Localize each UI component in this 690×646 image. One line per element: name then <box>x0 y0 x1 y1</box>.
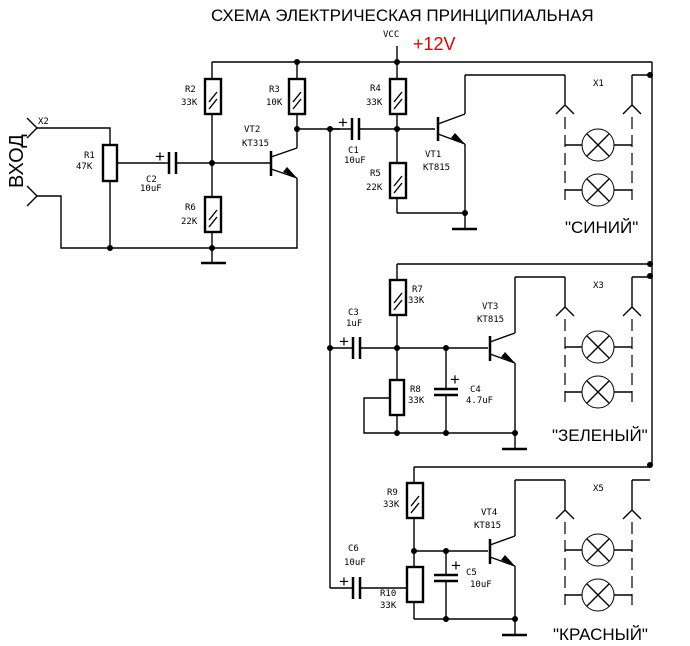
vt1-ref: VT1 <box>425 150 441 160</box>
c4-ref: C4 <box>470 385 481 395</box>
r9-value: 33K <box>383 500 400 510</box>
connector-jack-icon <box>622 480 642 520</box>
r10-ref: R10 <box>380 589 396 599</box>
r1-resistor <box>101 143 119 183</box>
svg-text:+: + <box>450 370 460 389</box>
channel-name: "СИНИЙ" <box>565 218 638 237</box>
r1-ref: R1 <box>84 151 95 161</box>
lamp-cross-icon <box>586 583 610 607</box>
vt4-stage: R9 33K R10 33K + C6 10uF + C5 10uF <box>330 466 650 637</box>
c1-value: 10uF <box>344 156 366 166</box>
c2-value: 10uF <box>140 184 162 194</box>
lamp-cross-icon <box>586 133 610 157</box>
svg-text:+: + <box>338 113 348 132</box>
c6-value: 10uF <box>344 558 366 568</box>
vt1-stage: + C1 10uF R4 33K R5 22K VT1 KT815 <box>330 62 565 231</box>
c4-capacitor: + <box>434 345 460 436</box>
r8-value: 33K <box>408 396 425 406</box>
r4-value: 33K <box>366 98 383 108</box>
vt3-stage: R7 33K + C3 1uF R8 33K + C4 4.7uF <box>330 263 650 451</box>
c3-value: 1uF <box>346 319 362 329</box>
vt4-transistor <box>488 479 565 637</box>
lamp-cross-icon <box>586 380 610 404</box>
lamp-cross-icon <box>586 335 610 359</box>
vt2-stage: R2 33K R6 22K R3 10K VT2 KT315 <box>181 62 307 265</box>
vt3-type: KT815 <box>477 315 504 325</box>
connector-label: X5 <box>593 484 604 494</box>
r3-ref: R3 <box>269 85 280 95</box>
connector-jack-icon <box>622 277 642 317</box>
r5-ref: R5 <box>370 169 381 179</box>
schematic-title: СХЕМА ЭЛЕКТРИЧЕСКАЯ ПРИНЦИПИАЛЬНАЯ <box>211 6 594 25</box>
r7-value: 33K <box>408 296 425 306</box>
connector-jack-icon <box>555 75 575 115</box>
vt1-transistor <box>436 74 565 231</box>
c5-capacitor: + <box>434 548 461 622</box>
c3-capacitor: + <box>330 332 488 359</box>
c1-ref: C1 <box>348 146 359 156</box>
r10-resistor <box>405 565 425 604</box>
channel-name: "КРАСНЫЙ" <box>553 625 648 644</box>
vt4-ref: VT4 <box>481 508 497 518</box>
connector-label: X3 <box>593 281 604 291</box>
vt3-transistor <box>488 276 565 451</box>
vt2-type: KT315 <box>242 139 269 149</box>
r3-value: 10K <box>266 98 283 108</box>
lamp-groups: X1 "СИНИЙ" X3 "ЗЕЛЕНЫЙ" X5 "КРАСНЫЙ" <box>552 74 650 644</box>
input-jack-top <box>26 117 111 145</box>
connector-jack-icon <box>622 75 642 115</box>
c5-value: 10uF <box>470 580 492 590</box>
vt3-ref: VT3 <box>482 302 498 312</box>
r7-ref: R7 <box>412 285 423 295</box>
r2-value: 33K <box>181 98 198 108</box>
input-section: ВХОД X2 R1 47K + C2 10uF <box>6 117 298 251</box>
vt2-transistor <box>212 147 298 179</box>
r10-value: 33K <box>380 601 397 611</box>
c3-ref: C3 <box>348 308 359 318</box>
c6-ref: C6 <box>348 544 359 554</box>
connector-jack-icon <box>555 480 575 520</box>
channel-name: "ЗЕЛЕНЫЙ" <box>552 426 648 445</box>
c5-ref: C5 <box>466 568 477 578</box>
c1-capacitor: + <box>330 113 435 140</box>
r4-ref: R4 <box>370 84 381 94</box>
vt1-type: KT815 <box>423 163 450 173</box>
connector-label: X1 <box>593 79 604 89</box>
r2-ref: R2 <box>185 85 196 95</box>
c4-value: 4.7uF <box>466 396 493 406</box>
svg-text:+: + <box>155 147 165 166</box>
r9-ref: R9 <box>387 488 398 498</box>
signal-bus <box>297 126 340 588</box>
r5-value: 22K <box>366 183 383 193</box>
supply-voltage-label: +12V <box>413 34 456 54</box>
vcc-label: VCC <box>383 30 399 40</box>
lamp-cross-icon <box>586 538 610 562</box>
vt4-type: KT815 <box>474 521 501 531</box>
c2-capacitor: + <box>155 147 212 174</box>
connector-jack-icon <box>555 277 575 317</box>
r1-value: 47K <box>76 162 93 172</box>
r8-resistor <box>388 378 406 417</box>
r6-ref: R6 <box>185 203 196 213</box>
x2-label: X2 <box>38 117 49 127</box>
lamp-cross-icon <box>586 178 610 202</box>
svg-text:+: + <box>339 572 349 591</box>
c2-ref: C2 <box>146 175 157 185</box>
r8-ref: R8 <box>410 385 421 395</box>
input-jack-ground <box>26 178 298 249</box>
vcc-rail <box>212 46 653 468</box>
input-label: ВХОД <box>6 134 28 188</box>
c6-capacitor: + <box>330 572 407 599</box>
vt2-ref: VT2 <box>244 125 260 135</box>
svg-text:+: + <box>451 556 461 575</box>
svg-text:+: + <box>339 332 349 351</box>
r6-value: 22K <box>181 217 198 227</box>
